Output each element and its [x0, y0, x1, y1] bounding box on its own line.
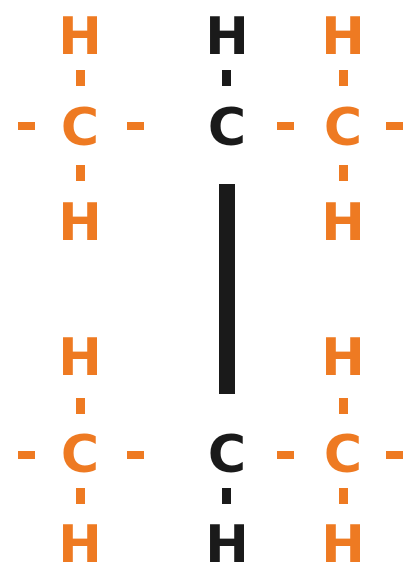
- top-center-h-top: H: [205, 7, 249, 67]
- bottom-left-carbon: C: [61, 425, 99, 485]
- bottom-right-h-bottom: H: [321, 515, 365, 569]
- top-left-bond-left: [18, 122, 35, 130]
- top-left-h-top: H: [58, 7, 102, 67]
- central-vertical-bond: [219, 184, 235, 394]
- bottom-center-group: C H: [205, 425, 249, 569]
- bottom-right-group: H C H: [277, 328, 403, 569]
- bottom-center-bond-down: [222, 488, 231, 504]
- bottom-left-bond-right: [127, 451, 144, 459]
- bottom-left-bond-left: [18, 451, 35, 459]
- bottom-center-h-bottom: H: [205, 515, 249, 569]
- top-left-bond-up: [76, 70, 85, 86]
- bottom-left-h-top: H: [58, 328, 102, 388]
- top-center-group: H C: [205, 7, 249, 158]
- bottom-right-carbon: C: [324, 425, 362, 485]
- bottom-right-bond-up: [339, 398, 348, 414]
- top-right-bond-up: [339, 70, 348, 86]
- top-left-bond-down: [76, 165, 85, 181]
- top-center-bond-up: [222, 70, 231, 86]
- top-left-group: H C H: [18, 7, 144, 253]
- bottom-left-bond-down: [76, 488, 85, 504]
- top-right-group: H C H: [277, 7, 403, 253]
- bottom-right-bond-down: [339, 488, 348, 504]
- bottom-left-bond-up: [76, 398, 85, 414]
- top-right-carbon: C: [324, 98, 362, 158]
- top-left-h-bottom: H: [58, 193, 102, 253]
- top-left-carbon: C: [61, 98, 99, 158]
- top-right-h-top: H: [321, 7, 365, 67]
- bottom-center-carbon: C: [208, 425, 246, 485]
- bottom-left-h-bottom: H: [58, 515, 102, 569]
- bottom-left-group: H C H: [18, 328, 144, 569]
- top-right-bond-left: [277, 122, 294, 130]
- bottom-right-h-top: H: [321, 328, 365, 388]
- top-right-h-bottom: H: [321, 193, 365, 253]
- bottom-right-bond-right: [386, 451, 403, 459]
- top-right-bond-down: [339, 165, 348, 181]
- top-center-carbon: C: [208, 98, 246, 158]
- top-left-bond-right: [127, 122, 144, 130]
- top-right-bond-right: [386, 122, 403, 130]
- bottom-right-bond-left: [277, 451, 294, 459]
